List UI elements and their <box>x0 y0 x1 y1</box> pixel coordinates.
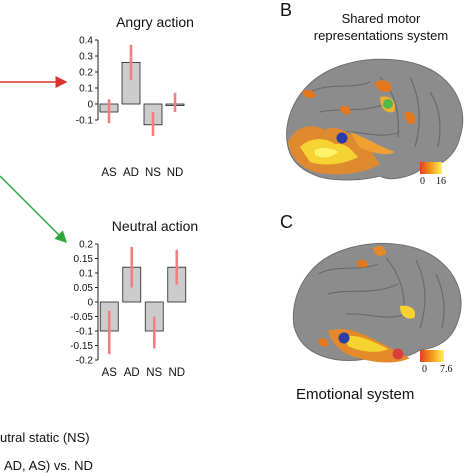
y-tick-label: 0.2 <box>79 240 93 251</box>
scale-c-min: 0 <box>422 364 427 375</box>
y-tick-label: 0.1 <box>79 269 93 280</box>
caption-line1: utral static (NS) <box>0 430 90 445</box>
category-label: NS <box>145 167 161 179</box>
angry-chart-title: Angry action <box>116 14 194 30</box>
y-tick-label: -0.15 <box>70 341 93 352</box>
panel-c-letter: C <box>280 212 293 232</box>
color-scale-c <box>420 350 444 362</box>
neutral-chart-title: Neutral action <box>111 218 199 234</box>
category-label: ND <box>168 367 185 379</box>
caption-line2: AD, AS) vs. ND <box>4 458 93 473</box>
panel-b-title: Shared motor representations system <box>296 10 466 44</box>
scale-b-max: 16 <box>436 176 446 187</box>
scale-b-min: 0 <box>420 176 425 187</box>
brain-image-b <box>286 58 464 181</box>
y-tick-label: 0.05 <box>74 283 94 294</box>
y-tick-label: 0 <box>87 298 93 309</box>
arrows-layer <box>0 76 68 244</box>
category-label: AS <box>102 367 118 379</box>
y-tick-label: -0.05 <box>70 312 93 323</box>
y-tick-label: 0.15 <box>74 254 94 265</box>
brain-image-c <box>292 243 462 363</box>
y-tick-label: 0 <box>87 100 93 111</box>
neutral-action-chart: 0.2 0.15 0.1 0.05 0 -0.05 -0.1 -0.15 -0.2AS AD NS N… <box>70 240 187 379</box>
scale-c-max: 7.6 <box>440 364 453 375</box>
y-tick-label: 0.2 <box>79 68 93 79</box>
category-label: AD <box>123 167 139 179</box>
y-tick-label: 0.3 <box>79 52 93 63</box>
angry-action-chart: 0.4 0.3 0.2 0.1 0 -0.1AS AD NS ND <box>76 36 185 179</box>
color-scale-b <box>420 162 442 174</box>
panel-c-label: Emotional system <box>296 386 415 403</box>
panel-b-letter: B <box>280 0 293 20</box>
y-tick-label: 0.1 <box>79 84 93 95</box>
y-tick-label: -0.1 <box>76 327 94 338</box>
y-tick-label: 0.4 <box>79 36 93 47</box>
category-label: AD <box>124 367 140 379</box>
y-tick-label: -0.1 <box>76 116 94 127</box>
y-tick-label: -0.2 <box>76 356 94 367</box>
panel-b-title-line1: Shared motor <box>341 11 421 26</box>
category-label: ND <box>167 167 184 179</box>
category-label: AS <box>101 167 117 179</box>
green-arrow <box>0 175 68 244</box>
category-label: NS <box>146 367 162 379</box>
panel-b-title-line2: representations system <box>313 28 449 43</box>
